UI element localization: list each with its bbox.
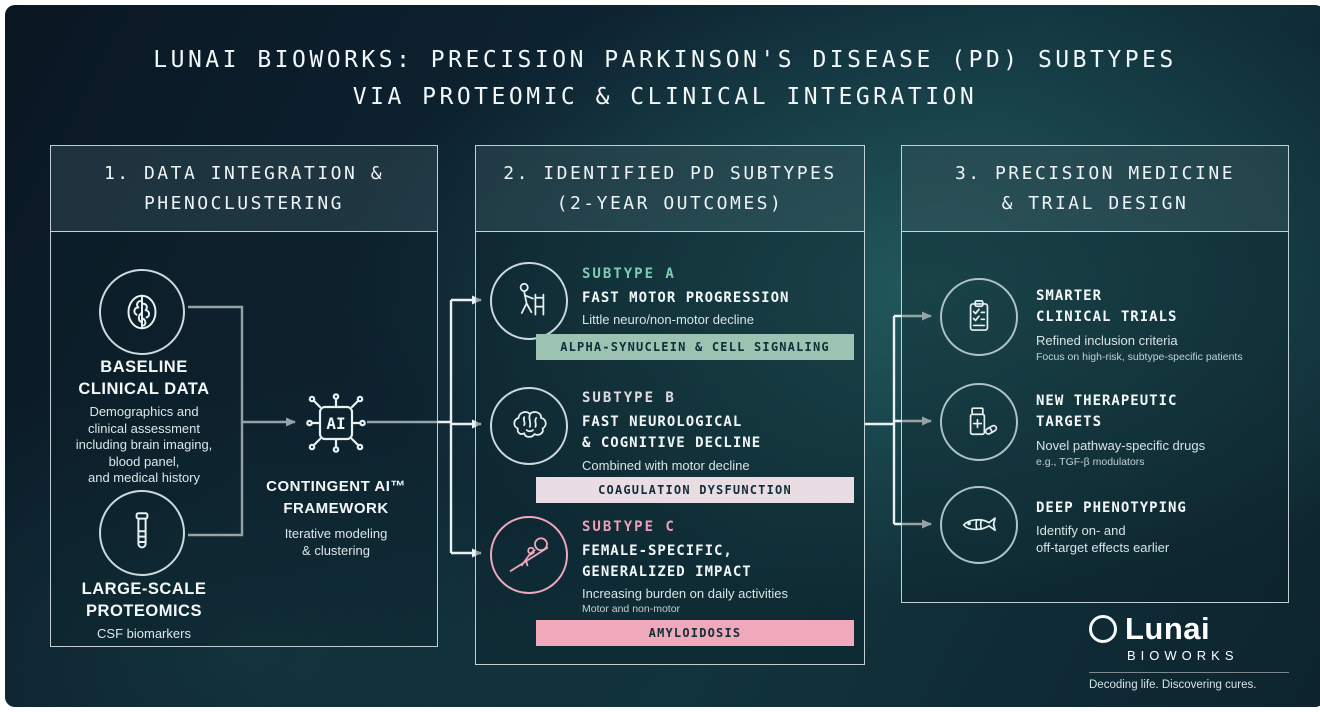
panel-pd-subtypes: 2. IDENTIFIED PD SUBTYPES (2-YEAR OUTCOM… [475,145,865,665]
lunai-circle-icon [1089,615,1117,643]
pill-bottle-icon [969,407,998,436]
therapeutic-targets-desc: Novel pathway-specific drugs [1036,438,1206,453]
panel-precision-medicine: 3. PRECISION MEDICINE & TRIAL DESIGN SMA… [901,145,1289,603]
side-brain-icon [513,411,547,438]
panel1-header: 1. DATA INTEGRATION & PHENOCLUSTERING [51,146,437,232]
therapeutic-targets-heading: NEW THERAPEUTIC TARGETS [1036,393,1178,430]
proteomics-circle [99,490,185,576]
deep-phenotyping-circle [940,486,1018,564]
walker-person-icon [519,282,545,316]
subtype-a-name: SUBTYPE A [582,266,676,282]
clinical-trials-circle [940,278,1018,356]
subtype-c-name: SUBTYPE C [582,519,676,535]
subtype-a-circle [490,262,568,340]
subtype-c-heading: FEMALE-SPECIFIC, GENERALIZED IMPACT [582,543,752,580]
smarter-trials-heading: SMARTER CLINICAL TRIALS [1036,288,1178,325]
proteomics-title: LARGE-SCALE PROTEOMICS [81,580,207,620]
panel2-header: 2. IDENTIFIED PD SUBTYPES (2-YEAR OUTCOM… [476,146,864,232]
logo-subname: BIOWORKS [1127,648,1239,663]
subtype-b-desc: Combined with motor decline [582,458,750,473]
panel-data-integration: 1. DATA INTEGRATION & PHENOCLUSTERING BA… [50,145,438,647]
ai-chip-icon: AI [306,393,366,453]
therapeutic-targets-circle [940,383,1018,461]
logo-tagline: Decoding life. Discovering cures. [1089,672,1289,691]
logo-row: Lunai [1089,611,1289,647]
clipboard-checklist-icon [969,300,989,331]
subtype-a-banner: ALPHA-SYNUCLEIN & CELL SIGNALING [536,334,854,360]
deep-phenotyping-heading: DEEP PHENOTYPING [1036,500,1187,516]
subtype-b-circle [490,387,568,465]
subtype-c-desc-small: Motor and non-motor [582,603,681,615]
brain-icon [127,294,157,330]
ai-chip-label: AI [326,414,345,433]
subtype-b-banner: COAGULATION DYSFUNCTION [536,477,854,503]
contingent-ai-title: CONTINGENT AI™ FRAMEWORK [266,478,406,517]
main-title-line2: VIA PROTEOMIC & CLINICAL INTEGRATION [352,84,978,110]
main-title-line1: LUNAI BIOWORKS: PRECISION PARKINSON'S DI… [153,47,1177,73]
subtype-c-desc: Increasing burden on daily activities [582,586,788,601]
test-tube-icon [135,512,149,549]
baseline-clinical-title: BASELINE CLINICAL DATA [78,358,210,398]
subtype-c-circle [490,516,568,594]
infographic-canvas: LUNAI BIOWORKS: PRECISION PARKINSON'S DI… [5,5,1320,707]
subtype-b-name: SUBTYPE B [582,390,676,406]
subtype-a-heading: FAST MOTOR PROGRESSION [582,290,790,306]
panel3-header: 3. PRECISION MEDICINE & TRIAL DESIGN [902,146,1288,232]
deep-phenotyping-desc: Identify on- and off-target effects earl… [1036,523,1170,555]
fish-icon [962,517,996,532]
lunai-logo: Lunai BIOWORKS Decoding life. Discoverin… [1089,611,1289,691]
subtype-b-heading: FAST NEUROLOGICAL & COGNITIVE DECLINE [582,414,762,451]
logo-name: Lunai [1125,611,1211,646]
baseline-clinical-desc: Demographics and clinical assessment inc… [75,404,213,485]
therapeutic-targets-desc-small: e.g., TGF-β modulators [1036,456,1145,468]
subtype-a-desc: Little neuro/non-motor decline [582,312,754,327]
sisyphus-boulder-icon [509,537,549,572]
baseline-clinical-circle [99,269,185,355]
smarter-trials-desc: Refined inclusion criteria [1036,333,1178,348]
subtype-c-banner: AMYLOIDOSIS [536,620,854,646]
contingent-ai-desc: Iterative modeling & clustering [284,526,388,558]
smarter-trials-desc-small: Focus on high-risk, subtype-specific pat… [1036,351,1243,363]
proteomics-desc: CSF biomarkers [97,626,191,641]
